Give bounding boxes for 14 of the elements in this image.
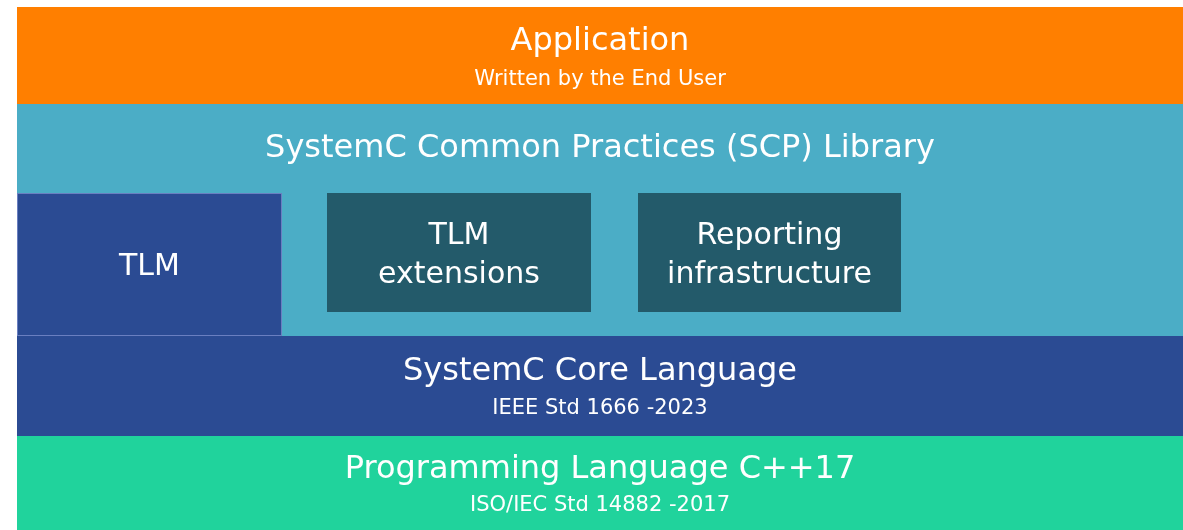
layer-band bbox=[17, 336, 1183, 436]
layer-band bbox=[17, 7, 1183, 104]
layer-band bbox=[17, 436, 1183, 530]
layer-title: Application bbox=[509, 21, 691, 58]
layer-band bbox=[17, 104, 1183, 336]
component-box: TLM extensions bbox=[327, 193, 591, 312]
layer-subtitle: ISO/IEC Std 14882 -2017 bbox=[469, 492, 731, 517]
component-box: TLM bbox=[17, 193, 282, 336]
layer-title: SystemC Core Language bbox=[402, 351, 798, 388]
layer-title: Programming Language C++17 bbox=[343, 449, 857, 486]
layer-title: SystemC Common Practices (SCP) Library bbox=[264, 128, 936, 165]
component-box: Reporting infrastructure bbox=[638, 193, 901, 312]
layer-subtitle: IEEE Std 1666 -2023 bbox=[491, 395, 709, 420]
layer-subtitle: Written by the End User bbox=[473, 66, 727, 91]
